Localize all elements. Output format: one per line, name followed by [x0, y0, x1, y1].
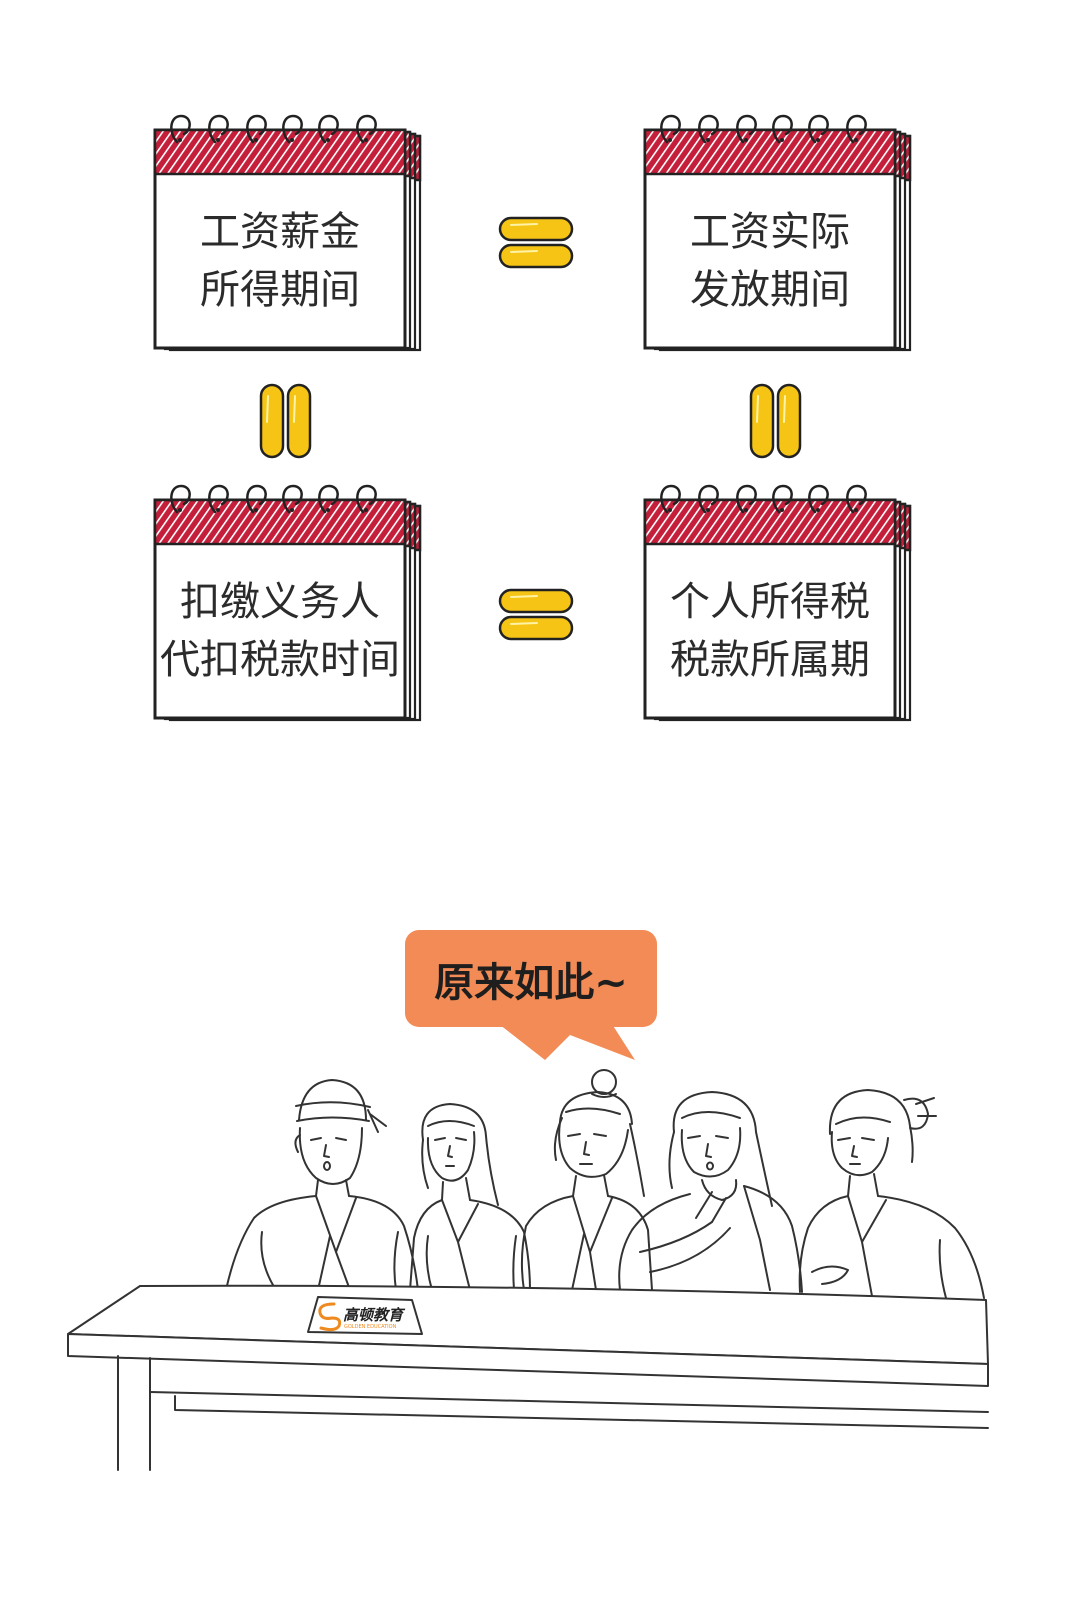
- card-text: 个人所得税 税款所属期: [645, 544, 895, 718]
- card-line-2: 发放期间: [690, 267, 850, 313]
- card-text: 工资薪金 所得期间: [155, 174, 405, 348]
- person-2: [409, 1103, 531, 1291]
- equals-icon: [497, 215, 577, 273]
- card-line-2: 税款所属期: [670, 637, 870, 683]
- speech-bubble-tail: [495, 1021, 635, 1060]
- card-line-1: 工资薪金: [200, 209, 360, 255]
- calendar-card-wage-income-period: 工资薪金 所得期间: [150, 112, 430, 352]
- equals-icon: [497, 587, 577, 645]
- calendar-card-actual-payment-period: 工资实际 发放期间: [640, 112, 920, 352]
- calendar-card-tax-period: 个人所得税 税款所属期: [640, 482, 920, 722]
- golden-education-logo-icon: [318, 1302, 342, 1332]
- card-line-2: 所得期间: [200, 267, 360, 313]
- card-line-1: 扣缴义务人: [180, 579, 380, 625]
- card-text: 工资实际 发放期间: [645, 174, 895, 348]
- person-3: [520, 1069, 653, 1291]
- speech-bubble: 原来如此~: [405, 930, 657, 1027]
- person-4: [618, 1091, 803, 1293]
- card-line-1: 工资实际: [690, 209, 850, 255]
- speech-bubble-text: 原来如此~: [434, 959, 628, 1006]
- card-line-2: 代扣税款时间: [160, 637, 400, 683]
- equals-icon: [258, 382, 316, 462]
- meeting-scene-illustration: 高顿教育 GOLDEN EDUCATION: [67, 1069, 989, 1471]
- name-plate: 高顿教育 GOLDEN EDUCATION: [307, 1296, 423, 1335]
- equals-icon: [748, 382, 806, 462]
- card-line-1: 个人所得税: [670, 579, 870, 625]
- calendar-card-withholding-time: 扣缴义务人 代扣税款时间: [150, 482, 430, 722]
- card-text: 扣缴义务人 代扣税款时间: [155, 544, 405, 718]
- logo-text: 高顿教育: [343, 1306, 406, 1324]
- person-5: [798, 1089, 985, 1299]
- logo-subtext: GOLDEN EDUCATION: [344, 1324, 397, 1330]
- table: [67, 1284, 989, 1471]
- person-1: [225, 1079, 419, 1291]
